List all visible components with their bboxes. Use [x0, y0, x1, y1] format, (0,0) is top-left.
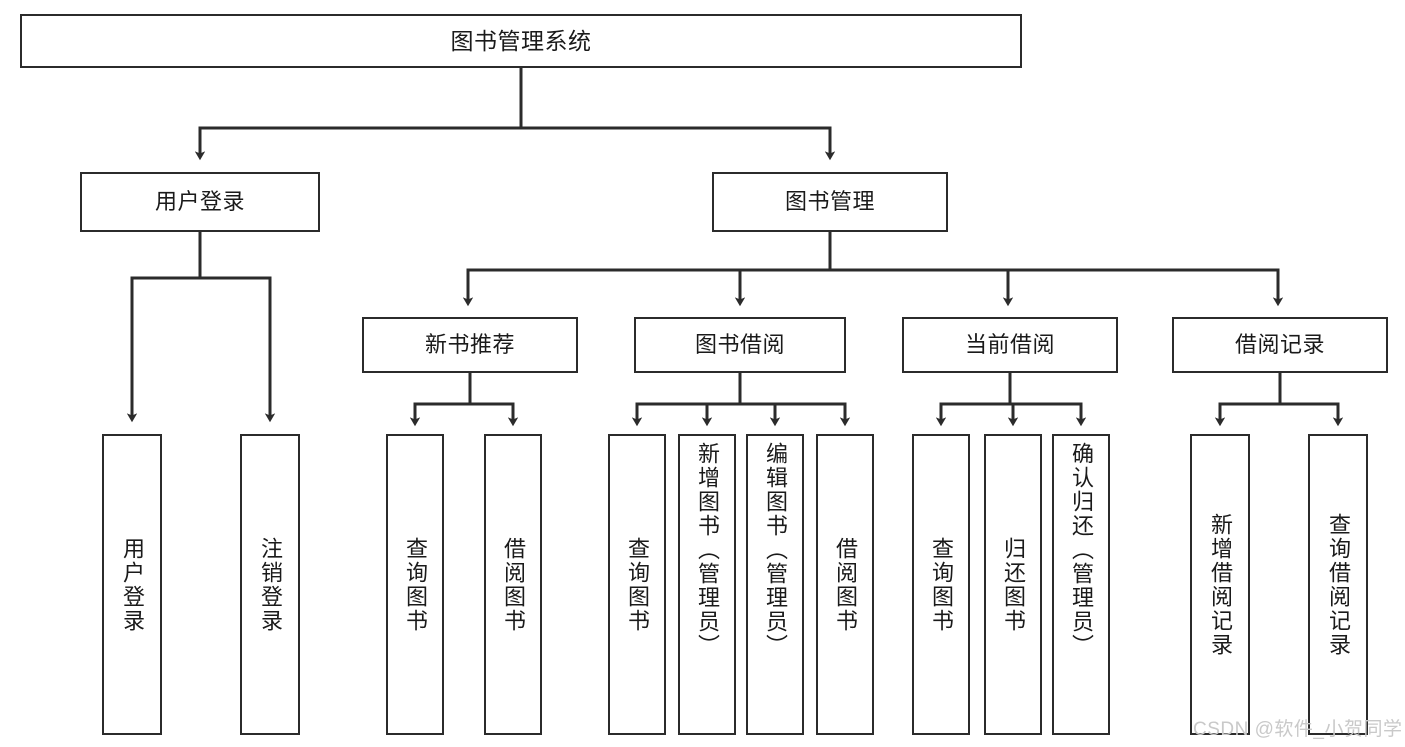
node-leaf-user-logout[interactable]: 注销登录	[240, 434, 300, 735]
node-leaf-user-logout-label: 注销登录	[257, 536, 283, 633]
node-new-book-rec[interactable]: 新书推荐	[362, 317, 578, 373]
node-leaf-borrow-borrow-book-label: 借阅图书	[832, 536, 858, 633]
node-root[interactable]: 图书管理系统	[20, 14, 1022, 68]
node-leaf-rec-add-record[interactable]: 新增借阅记录	[1190, 434, 1250, 735]
node-leaf-borrow-edit-book-label: 编辑图书（管理员）	[762, 442, 788, 658]
node-leaf-cur-return-book[interactable]: 归还图书	[984, 434, 1042, 735]
node-leaf-rec-borrow-book[interactable]: 借阅图书	[484, 434, 542, 735]
node-leaf-cur-query-book[interactable]: 查询图书	[912, 434, 970, 735]
node-borrow-record[interactable]: 借阅记录	[1172, 317, 1388, 373]
node-leaf-borrow-edit-book[interactable]: 编辑图书（管理员）	[746, 434, 804, 735]
csdn-watermark: CSDN @软件_小贺同学	[1193, 719, 1403, 740]
node-leaf-rec-query-record-label: 查询借阅记录	[1325, 512, 1351, 657]
node-book-manage-label: 图书管理	[784, 189, 875, 215]
node-leaf-cur-confirm-return[interactable]: 确认归还（管理员）	[1052, 434, 1110, 735]
node-book-borrow[interactable]: 图书借阅	[634, 317, 846, 373]
node-leaf-cur-confirm-return-label: 确认归还（管理员）	[1068, 442, 1094, 658]
node-book-borrow-label: 图书借阅	[694, 332, 785, 358]
node-user-login-label: 用户登录	[154, 189, 245, 215]
node-leaf-user-login[interactable]: 用户登录	[102, 434, 162, 735]
node-leaf-rec-borrow-book-label: 借阅图书	[500, 536, 526, 633]
node-leaf-borrow-add-book-label: 新增图书（管理员）	[694, 442, 720, 658]
node-root-label: 图书管理系统	[450, 27, 592, 54]
node-leaf-user-login-label: 用户登录	[119, 536, 145, 633]
node-leaf-cur-query-book-label: 查询图书	[928, 536, 954, 633]
node-leaf-rec-query-record[interactable]: 查询借阅记录	[1308, 434, 1368, 735]
node-current-borrow-label: 当前借阅	[964, 332, 1055, 358]
node-leaf-borrow-borrow-book[interactable]: 借阅图书	[816, 434, 874, 735]
node-leaf-borrow-query-book[interactable]: 查询图书	[608, 434, 666, 735]
node-leaf-rec-add-record-label: 新增借阅记录	[1207, 512, 1233, 657]
node-leaf-borrow-add-book[interactable]: 新增图书（管理员）	[678, 434, 736, 735]
node-borrow-record-label: 借阅记录	[1234, 332, 1325, 358]
node-leaf-rec-query-book[interactable]: 查询图书	[386, 434, 444, 735]
node-leaf-rec-query-book-label: 查询图书	[402, 536, 428, 633]
node-leaf-borrow-query-book-label: 查询图书	[624, 536, 650, 633]
node-new-book-rec-label: 新书推荐	[424, 332, 515, 358]
node-current-borrow[interactable]: 当前借阅	[902, 317, 1118, 373]
node-book-manage[interactable]: 图书管理	[712, 172, 948, 232]
node-leaf-cur-return-book-label: 归还图书	[1000, 536, 1026, 633]
node-user-login[interactable]: 用户登录	[80, 172, 320, 232]
